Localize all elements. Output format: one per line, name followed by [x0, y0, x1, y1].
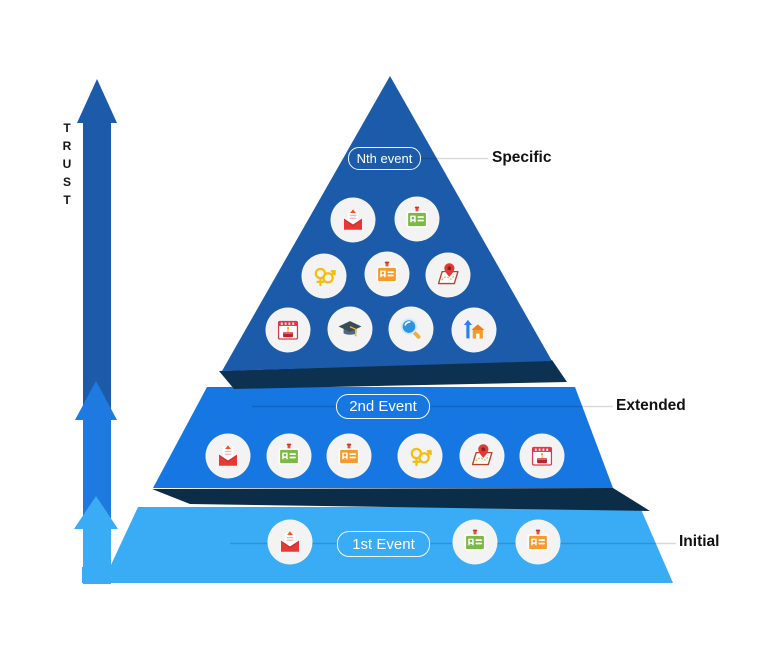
- trust-axis-label: TRUST: [60, 121, 74, 211]
- id-card-orange-icon: [364, 251, 410, 297]
- tier-top-shadow: [219, 360, 567, 389]
- id-card-green-icon: [452, 519, 498, 565]
- calendar-cake-icon: [519, 433, 565, 479]
- map-pin-icon: [459, 433, 505, 479]
- envelope-icon: [267, 519, 313, 565]
- gender-icon: [301, 253, 347, 299]
- graduation-cap-icon: [327, 306, 373, 352]
- trust-arrow-middle-head: [75, 381, 117, 420]
- id-card-green-icon: [394, 196, 440, 242]
- id-card-orange-icon: [515, 519, 561, 565]
- envelope-icon: [330, 197, 376, 243]
- trust-arrow-top-head: [77, 79, 117, 123]
- label-specific: Specific: [492, 149, 552, 166]
- home-move-icon: [451, 307, 497, 353]
- trust-arrow-bottom-head: [74, 496, 118, 529]
- event-pill-2nd: 2nd Event: [336, 394, 430, 419]
- calendar-cake-icon: [265, 307, 311, 353]
- envelope-icon: [205, 433, 251, 479]
- label-extended: Extended: [616, 397, 686, 414]
- id-card-orange-icon: [326, 433, 372, 479]
- map-pin-icon: [425, 252, 471, 298]
- label-initial: Initial: [679, 533, 720, 550]
- event-pill-1st: 1st Event: [337, 531, 430, 557]
- magnifier-icon: [388, 306, 434, 352]
- id-card-green-icon: [266, 433, 312, 479]
- gender-icon: [397, 433, 443, 479]
- trust-arrow-top-body: [83, 121, 111, 421]
- tier-middle-shadow: [152, 488, 650, 511]
- tier-top-shape: [222, 76, 552, 371]
- event-pill-nth: Nth event: [348, 147, 421, 170]
